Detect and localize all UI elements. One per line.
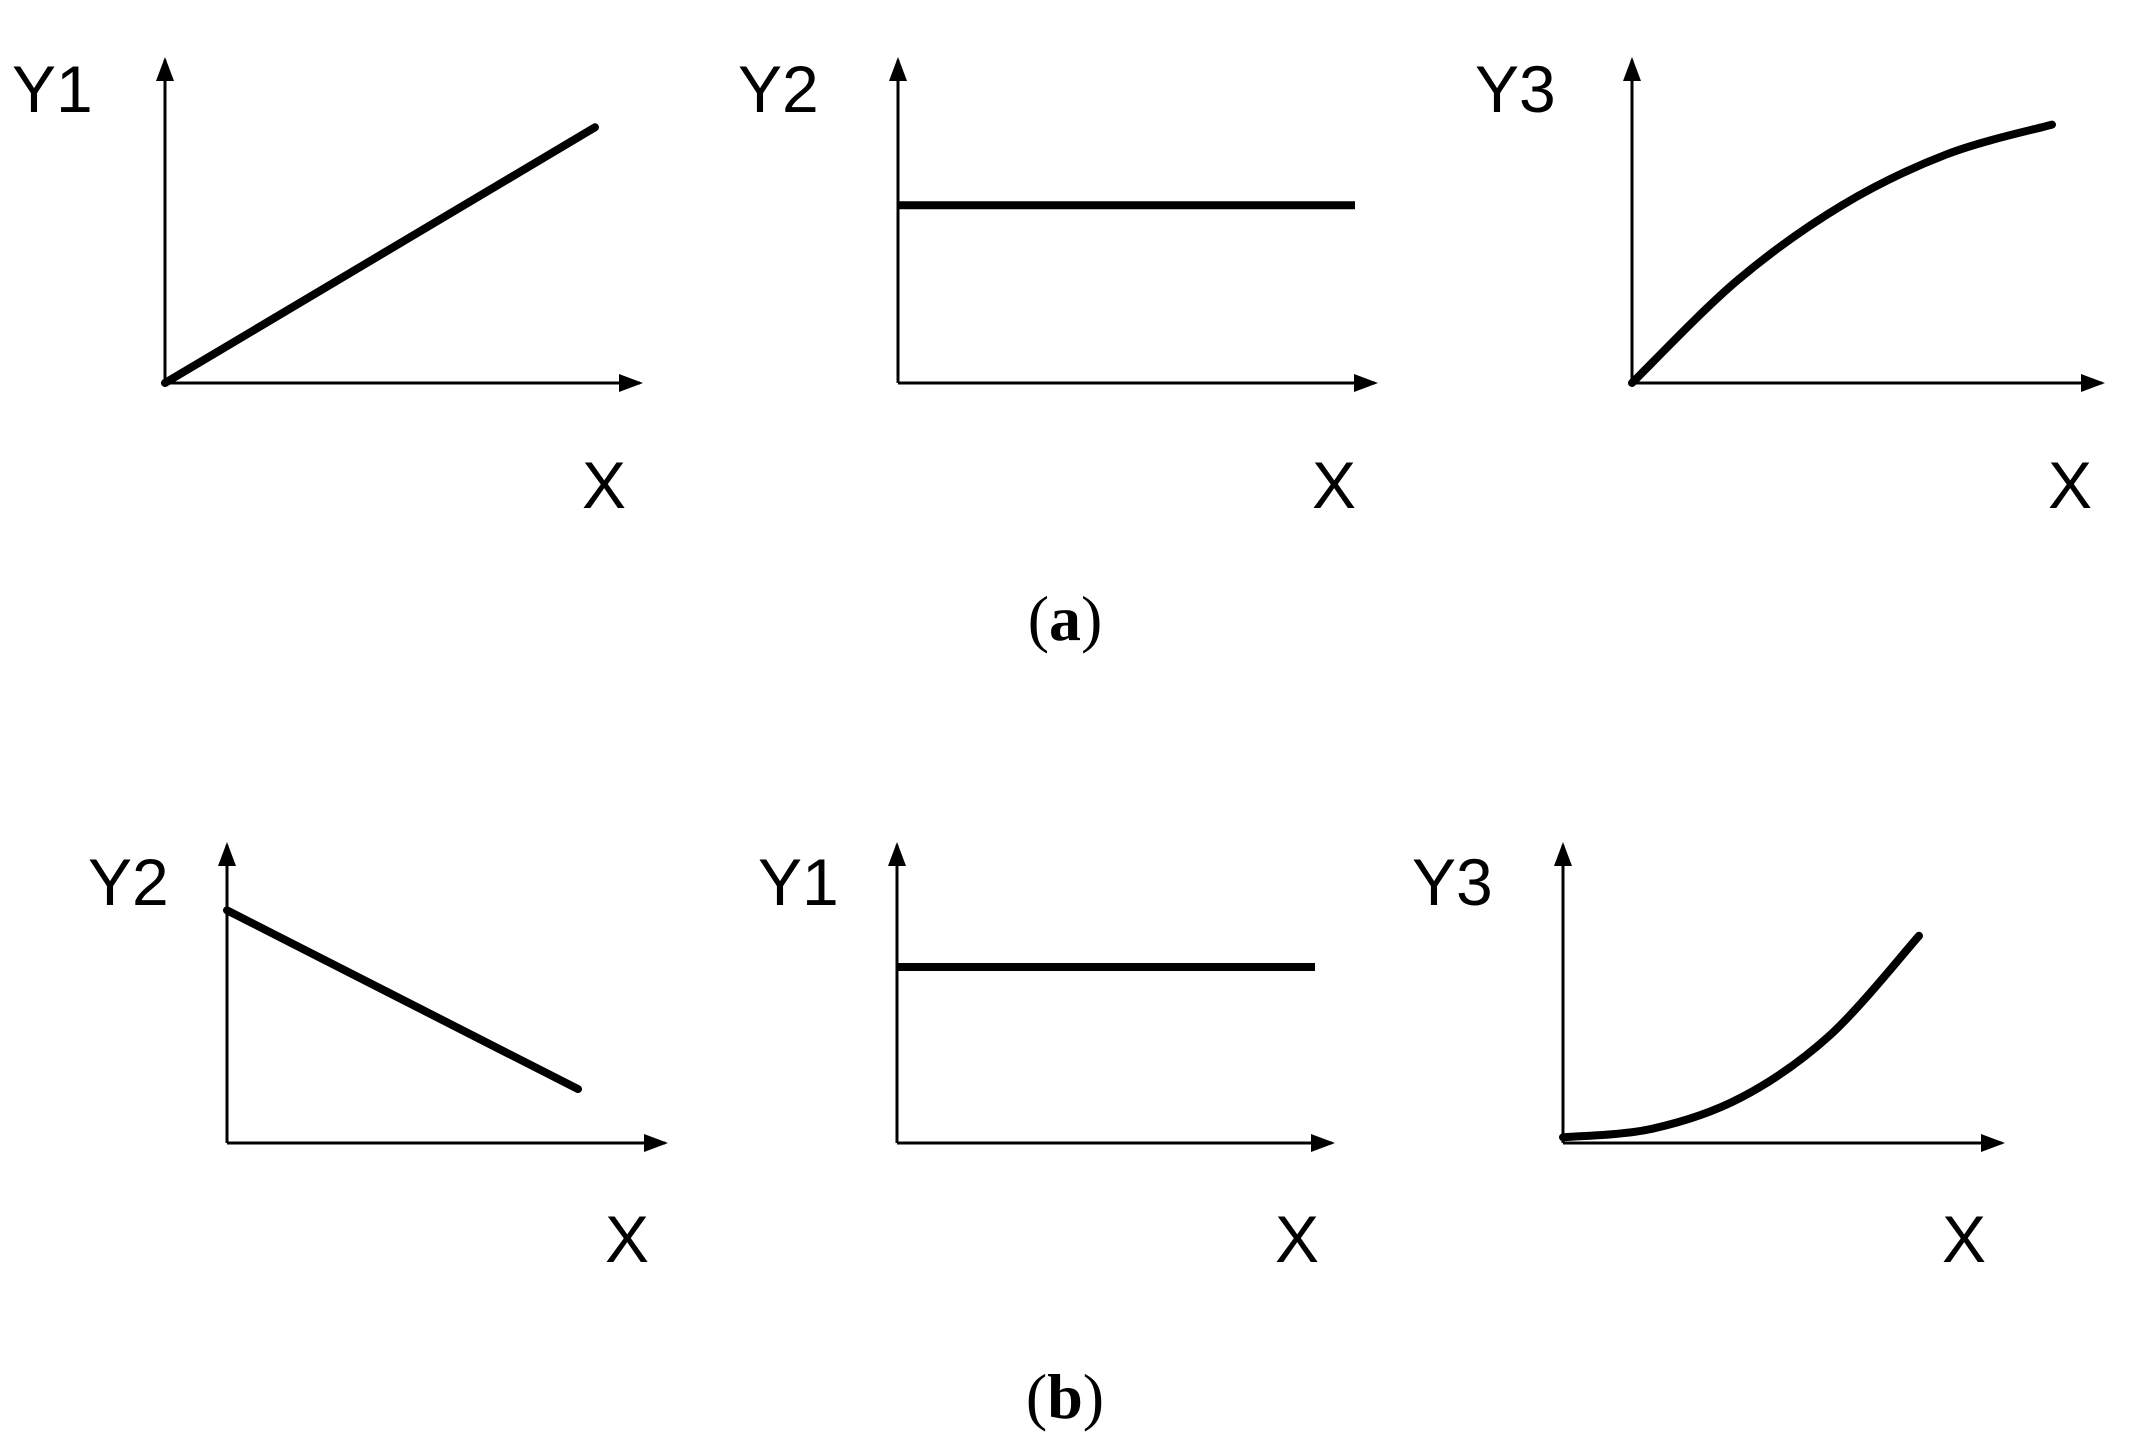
y-axis-label: Y3 [1475,52,1556,126]
x-axis-label: X [1275,1202,1319,1276]
data-line [223,906,582,1094]
caption-a: (a) [1028,583,1103,654]
y-axis-label: Y1 [12,52,93,126]
x-axis-label: X [582,448,626,522]
plot-b-y2: Y2 X [88,842,668,1276]
plot-b-y3: Y3 X [1412,842,2005,1276]
plot-a-y3: Y3 X [1475,52,2105,522]
y-axis-label: Y1 [758,845,839,919]
x-axis-label: X [605,1202,649,1276]
y-axis-label: Y3 [1412,845,1493,919]
data-line [161,123,599,387]
x-axis-label: X [2048,448,2092,522]
data-line [1559,931,1923,1142]
plot-a-y2: Y2 X [738,52,1378,522]
x-axis-label: X [1312,448,1356,522]
x-axis-label: X [1942,1202,1986,1276]
y-axis-label: Y2 [88,845,169,919]
data-line [1628,120,2056,387]
plot-a-y1: Y1 X [12,52,643,522]
caption-b: (b) [1026,1361,1104,1432]
y-axis-label: Y2 [738,52,819,126]
plot-b-y1: Y1 X [758,842,1335,1276]
